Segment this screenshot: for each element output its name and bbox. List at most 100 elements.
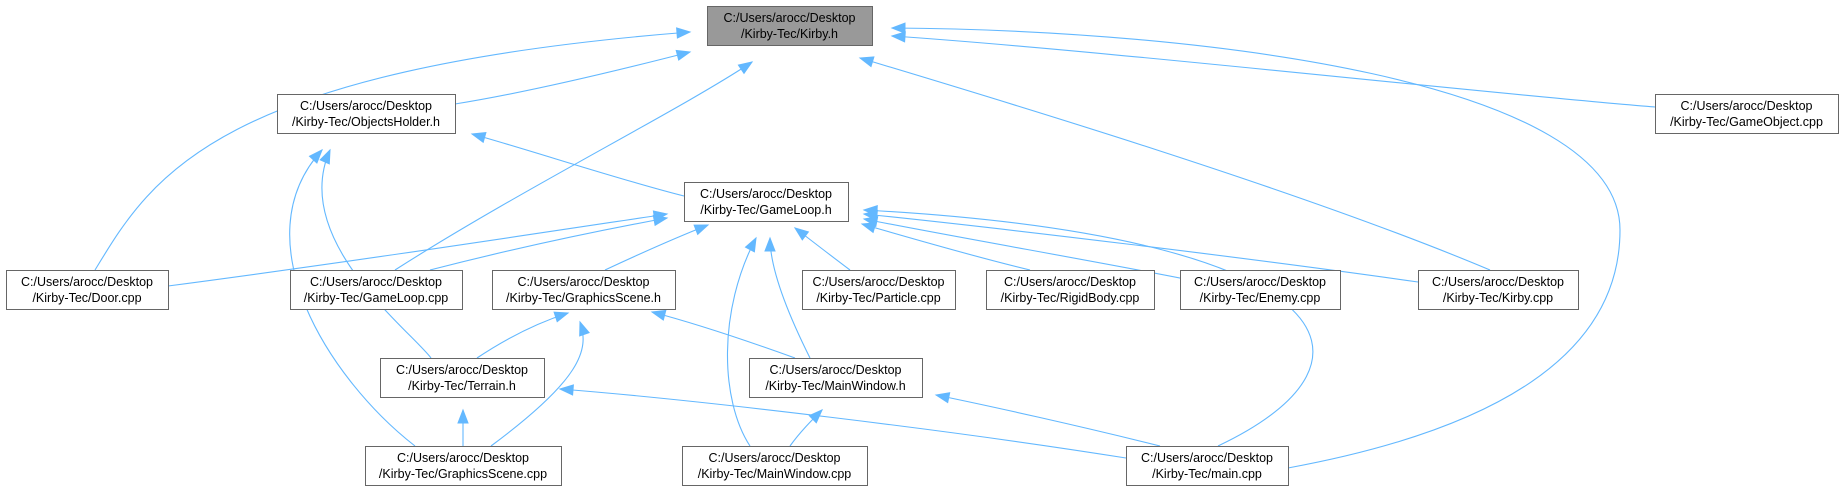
node-mainwindow-cpp[interactable]: C:/Users/arocc/Desktop/Kirby-Tec/MainWin…: [682, 446, 868, 486]
edge-main_cpp-to-kirby_h: [890, 22, 1621, 469]
node-box[interactable]: [6, 270, 169, 310]
edge-arrowhead: [652, 214, 669, 227]
node-door-cpp[interactable]: C:/Users/arocc/Desktop/Kirby-Tec/Door.cp…: [6, 270, 169, 310]
edge-arrowhead: [890, 31, 906, 43]
node-label-line1: C:/Users/arocc/Desktop: [724, 11, 856, 25]
node-enemy-cpp[interactable]: C:/Users/arocc/Desktop/Kirby-Tec/Enemy.c…: [1180, 270, 1341, 310]
edge-arrowhead: [457, 408, 469, 424]
node-label-line1: C:/Users/arocc/Desktop: [770, 363, 902, 377]
node-box[interactable]: [802, 270, 956, 310]
edge-arrowhead: [858, 56, 875, 68]
edge-mainwindow_cpp-to-mainwindow_h: [789, 409, 823, 447]
edge-line: [651, 311, 796, 359]
edge-mainwindow_h-to-gameloop_h: [764, 236, 811, 359]
edge-line: [167, 213, 668, 287]
edge-main_cpp-to-gameloop_h: [862, 204, 1314, 447]
node-terrain-h[interactable]: C:/Users/arocc/Desktop/Kirby-Tec/Terrain…: [380, 358, 545, 398]
edge-arrowhead: [650, 309, 667, 321]
edge-line: [861, 223, 1031, 271]
edge-particle_cpp-to-gameloop_h: [793, 227, 851, 271]
node-box[interactable]: [749, 358, 923, 398]
node-label-line1: C:/Users/arocc/Desktop: [1194, 275, 1326, 289]
edge-arrowhead: [579, 320, 590, 337]
node-label-line2: /Kirby-Tec/MainWindow.h: [765, 379, 905, 393]
node-main-cpp[interactable]: C:/Users/arocc/Desktop/Kirby-Tec/main.cp…: [1126, 446, 1289, 486]
edge-mainwindow_h-to-graphicsscene_h: [650, 309, 796, 359]
edge-gameloop_cpp-to-kirby_h: [394, 61, 754, 271]
edge-line: [476, 312, 569, 359]
edge-arrowhead: [319, 148, 331, 165]
node-mainwindow-h[interactable]: C:/Users/arocc/Desktop/Kirby-Tec/MainWin…: [749, 358, 923, 398]
node-label-line2: /Kirby-Tec/Kirby.h: [741, 27, 838, 41]
edge-mainwindow_cpp-to-gameloop_h: [726, 236, 757, 447]
edge-line: [394, 61, 753, 271]
node-label-line2: /Kirby-Tec/main.cpp: [1152, 467, 1262, 481]
node-gameloop-cpp[interactable]: C:/Users/arocc/Desktop/Kirby-Tec/GameLoo…: [290, 270, 463, 310]
edge-line: [891, 35, 1656, 108]
edge-arrowhead: [693, 224, 710, 236]
node-box[interactable]: [492, 270, 676, 310]
node-graphicsscene-h[interactable]: C:/Users/arocc/Desktop/Kirby-Tec/Graphic…: [492, 270, 676, 310]
edge-arrowhead: [934, 392, 951, 404]
edge-arrowhead: [470, 132, 487, 144]
node-label-line2: /Kirby-Tec/Particle.cpp: [816, 291, 940, 305]
node-box[interactable]: [684, 182, 849, 222]
node-label-line2: /Kirby-Tec/Kirby.cpp: [1443, 291, 1553, 305]
node-gameobject-cpp[interactable]: C:/Users/arocc/Desktop/Kirby-Tec/GameObj…: [1655, 94, 1839, 134]
edge-objectsholder_h-to-kirby_h: [454, 49, 692, 105]
edge-line: [321, 149, 432, 359]
edge-line: [429, 217, 668, 271]
node-rigidbody-cpp[interactable]: C:/Users/arocc/Desktop/Kirby-Tec/RigidBo…: [986, 270, 1155, 310]
edge-main_cpp-to-terrain_h: [558, 384, 1127, 459]
edge-arrowhead: [553, 311, 570, 323]
edge-gameobject_cpp-to-kirby_h: [890, 31, 1656, 108]
edge-arrowhead: [744, 236, 757, 253]
edge-line: [726, 237, 757, 447]
node-box[interactable]: [682, 446, 868, 486]
edge-arrowhead: [808, 409, 823, 424]
node-particle-cpp[interactable]: C:/Users/arocc/Desktop/Kirby-Tec/Particl…: [802, 270, 956, 310]
node-box[interactable]: [277, 94, 456, 134]
node-box[interactable]: [707, 6, 873, 46]
node-graphicsscene-cpp[interactable]: C:/Users/arocc/Desktop/Kirby-Tec/Graphic…: [365, 446, 562, 486]
node-box[interactable]: [1180, 270, 1341, 310]
node-label-line1: C:/Users/arocc/Desktop: [21, 275, 153, 289]
node-label-line2: /Kirby-Tec/ObjectsHolder.h: [292, 115, 440, 129]
edge-arrowhead: [764, 236, 776, 252]
node-box[interactable]: [986, 270, 1155, 310]
node-label-line1: C:/Users/arocc/Desktop: [1004, 275, 1136, 289]
edge-main_cpp-to-mainwindow_h: [934, 392, 1161, 447]
node-box[interactable]: [380, 358, 545, 398]
node-label-line1: C:/Users/arocc/Desktop: [310, 275, 442, 289]
edge-arrowhead: [860, 222, 877, 234]
edge-line: [454, 51, 691, 105]
edge-line: [891, 27, 1621, 469]
edge-line: [859, 57, 1491, 271]
node-gameloop-h[interactable]: C:/Users/arocc/Desktop/Kirby-Tec/GameLoo…: [684, 182, 849, 222]
node-label-line1: C:/Users/arocc/Desktop: [709, 451, 841, 465]
node-label-line2: /Kirby-Tec/RigidBody.cpp: [1001, 291, 1140, 305]
edge-arrowhead: [558, 384, 574, 396]
node-kirby-h[interactable]: C:/Users/arocc/Desktop/Kirby-Tec/Kirby.h: [707, 6, 873, 46]
node-box[interactable]: [365, 446, 562, 486]
node-label-line1: C:/Users/arocc/Desktop: [518, 275, 650, 289]
node-label-line2: /Kirby-Tec/GraphicsScene.h: [506, 291, 661, 305]
node-kirby-cpp[interactable]: C:/Users/arocc/Desktop/Kirby-Tec/Kirby.c…: [1418, 270, 1579, 310]
edge-graphicsscene_cpp-to-graphicsscene_h: [490, 320, 590, 447]
edge-graphicsscene_h-to-gameloop_h: [604, 224, 710, 271]
node-label-line1: C:/Users/arocc/Desktop: [813, 275, 945, 289]
edge-arrowhead: [675, 49, 692, 61]
node-box[interactable]: [290, 270, 463, 310]
edge-arrowhead: [793, 227, 810, 241]
node-box[interactable]: [1418, 270, 1579, 310]
edge-arrowhead: [862, 204, 878, 217]
node-label-line1: C:/Users/arocc/Desktop: [1681, 99, 1813, 113]
node-label-line1: C:/Users/arocc/Desktop: [396, 363, 528, 377]
edge-gameloop_h-to-objectsholder_h: [470, 132, 685, 197]
node-box[interactable]: [1126, 446, 1289, 486]
edge-rigidbody_cpp-to-gameloop_h: [860, 222, 1031, 271]
node-box[interactable]: [1655, 94, 1839, 134]
edge-line: [94, 31, 691, 271]
node-objectsholder-h[interactable]: C:/Users/arocc/Desktop/Kirby-Tec/Objects…: [277, 94, 456, 134]
